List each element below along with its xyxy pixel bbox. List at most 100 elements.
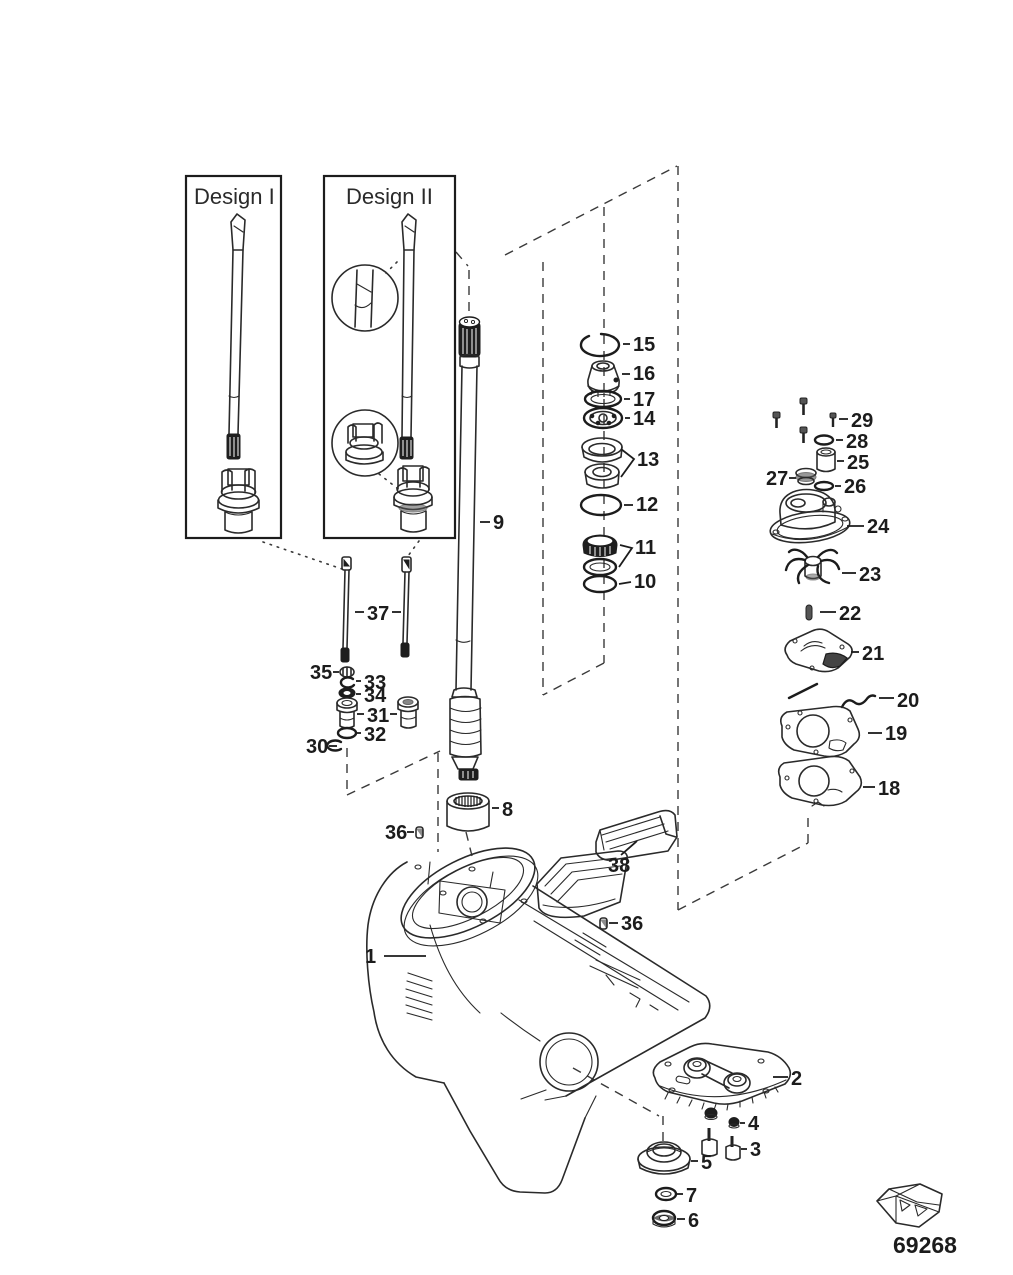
callout-36a: 36 [385, 822, 414, 844]
svg-text:1: 1 [365, 946, 376, 968]
parts-3-4-screws-plugs [701, 1107, 741, 1161]
part-33-cclip [339, 676, 356, 689]
svg-text:25: 25 [847, 452, 869, 474]
part-32-oring [336, 726, 358, 740]
callout-11: 11 [618, 537, 656, 568]
callout-31: 31 [357, 705, 397, 727]
svg-text:10: 10 [634, 571, 656, 593]
svg-text:21: 21 [862, 643, 884, 665]
svg-text:29: 29 [851, 410, 873, 432]
svg-text:15: 15 [633, 334, 655, 356]
design-ii-coupler [393, 465, 433, 533]
part-7-washer [654, 1186, 678, 1202]
design-i-driveshaft [226, 213, 246, 460]
svg-text:36: 36 [621, 913, 643, 935]
callout-16: 16 [622, 363, 655, 385]
design-ii-title: Design II [346, 184, 433, 209]
svg-text:22: 22 [839, 603, 861, 625]
svg-text:4: 4 [748, 1113, 760, 1135]
svg-text:2: 2 [791, 1068, 802, 1090]
callout-25: 25 [837, 452, 869, 474]
svg-text:37: 37 [367, 603, 389, 625]
design-i-box: Design I [184, 174, 283, 540]
svg-text:5: 5 [701, 1152, 712, 1174]
drawing-number: 69268 [893, 1232, 957, 1258]
svg-text:26: 26 [844, 476, 866, 498]
design-i-title: Design I [194, 184, 275, 209]
callout-15: 15 [623, 334, 655, 356]
shift-shaft-group [326, 556, 419, 752]
svg-text:32: 32 [364, 724, 386, 746]
callout-17: 17 [624, 389, 655, 411]
part-14-bearing [582, 406, 624, 430]
svg-text:16: 16 [633, 363, 655, 385]
design-i-coupler [217, 468, 260, 534]
part-23-impeller [784, 548, 841, 585]
svg-text:12: 12 [636, 494, 658, 516]
part-36-pins [415, 826, 608, 930]
callouts: 15 16 17 14 13 12 11 10 9 29 28 25 27 26… [306, 334, 919, 1232]
callout-10: 10 [618, 571, 656, 593]
part-10-oring [582, 574, 618, 594]
callout-4: 4 [740, 1113, 760, 1135]
svg-text:20: 20 [897, 690, 919, 712]
callout-12: 12 [624, 494, 658, 516]
callout-6: 6 [677, 1210, 699, 1232]
part-13-tapered-bearing-set [581, 437, 623, 489]
part-9-driveshaft [449, 316, 482, 781]
callout-21: 21 [851, 643, 884, 665]
callout-22: 22 [820, 603, 861, 625]
callout-20: 20 [879, 690, 919, 712]
svg-text:24: 24 [867, 516, 890, 538]
svg-text:28: 28 [846, 431, 868, 453]
part-17-oring [583, 389, 623, 409]
water-pump-assembly [769, 397, 877, 807]
part-22-impeller-key [805, 604, 813, 621]
svg-text:6: 6 [688, 1210, 699, 1232]
svg-text:27: 27 [766, 468, 788, 490]
part-25-water-tube-seal [816, 447, 836, 473]
svg-text:36: 36 [385, 822, 407, 844]
part-30-retaining-ring [326, 739, 343, 752]
part-38-intake-screens [536, 809, 678, 919]
callout-2: 2 [773, 1068, 802, 1090]
callout-5: 5 [691, 1152, 712, 1174]
callout-24: 24 [847, 516, 890, 538]
part-18-gasket-lower [777, 755, 863, 807]
svg-text:8: 8 [502, 799, 513, 821]
part-2-anode-plate [652, 1042, 792, 1111]
boat-logo [876, 1183, 943, 1228]
alignment-lines [262, 165, 809, 1141]
svg-text:35: 35 [310, 662, 332, 684]
design-ii-box: Design II [322, 174, 457, 540]
part-24-pump-housing [769, 488, 851, 544]
svg-text:33: 33 [364, 672, 386, 694]
design-ii-driveshaft [399, 213, 417, 460]
svg-text:9: 9 [493, 512, 504, 534]
svg-text:34: 34 [364, 685, 387, 707]
part-19-gasket-upper [780, 705, 861, 758]
callout-28: 28 [836, 431, 868, 453]
callout-14: 14 [625, 408, 656, 430]
svg-text:38: 38 [608, 855, 630, 877]
part-11-bearing-and-washer [582, 534, 618, 577]
callout-37: 37 [355, 603, 401, 625]
part-26-oring [813, 480, 835, 492]
gearcase-hatch-ribs [405, 972, 433, 1021]
part-35-clip [339, 666, 355, 678]
part-31-bushings [336, 696, 419, 729]
part-37-shift-shafts [340, 556, 412, 663]
svg-text:14: 14 [633, 408, 656, 430]
callout-29: 29 [839, 410, 873, 432]
callout-13: 13 [620, 448, 659, 478]
callout-26: 26 [835, 476, 866, 498]
callout-35: 35 [310, 662, 339, 684]
callout-30: 30 [306, 736, 337, 758]
callout-23: 23 [842, 564, 881, 586]
svg-text:31: 31 [367, 705, 389, 727]
part-6-nut [651, 1209, 677, 1228]
design-ii-detail-circle-coupler [331, 409, 399, 489]
part-29-screws [772, 397, 837, 443]
svg-text:11: 11 [635, 537, 656, 559]
